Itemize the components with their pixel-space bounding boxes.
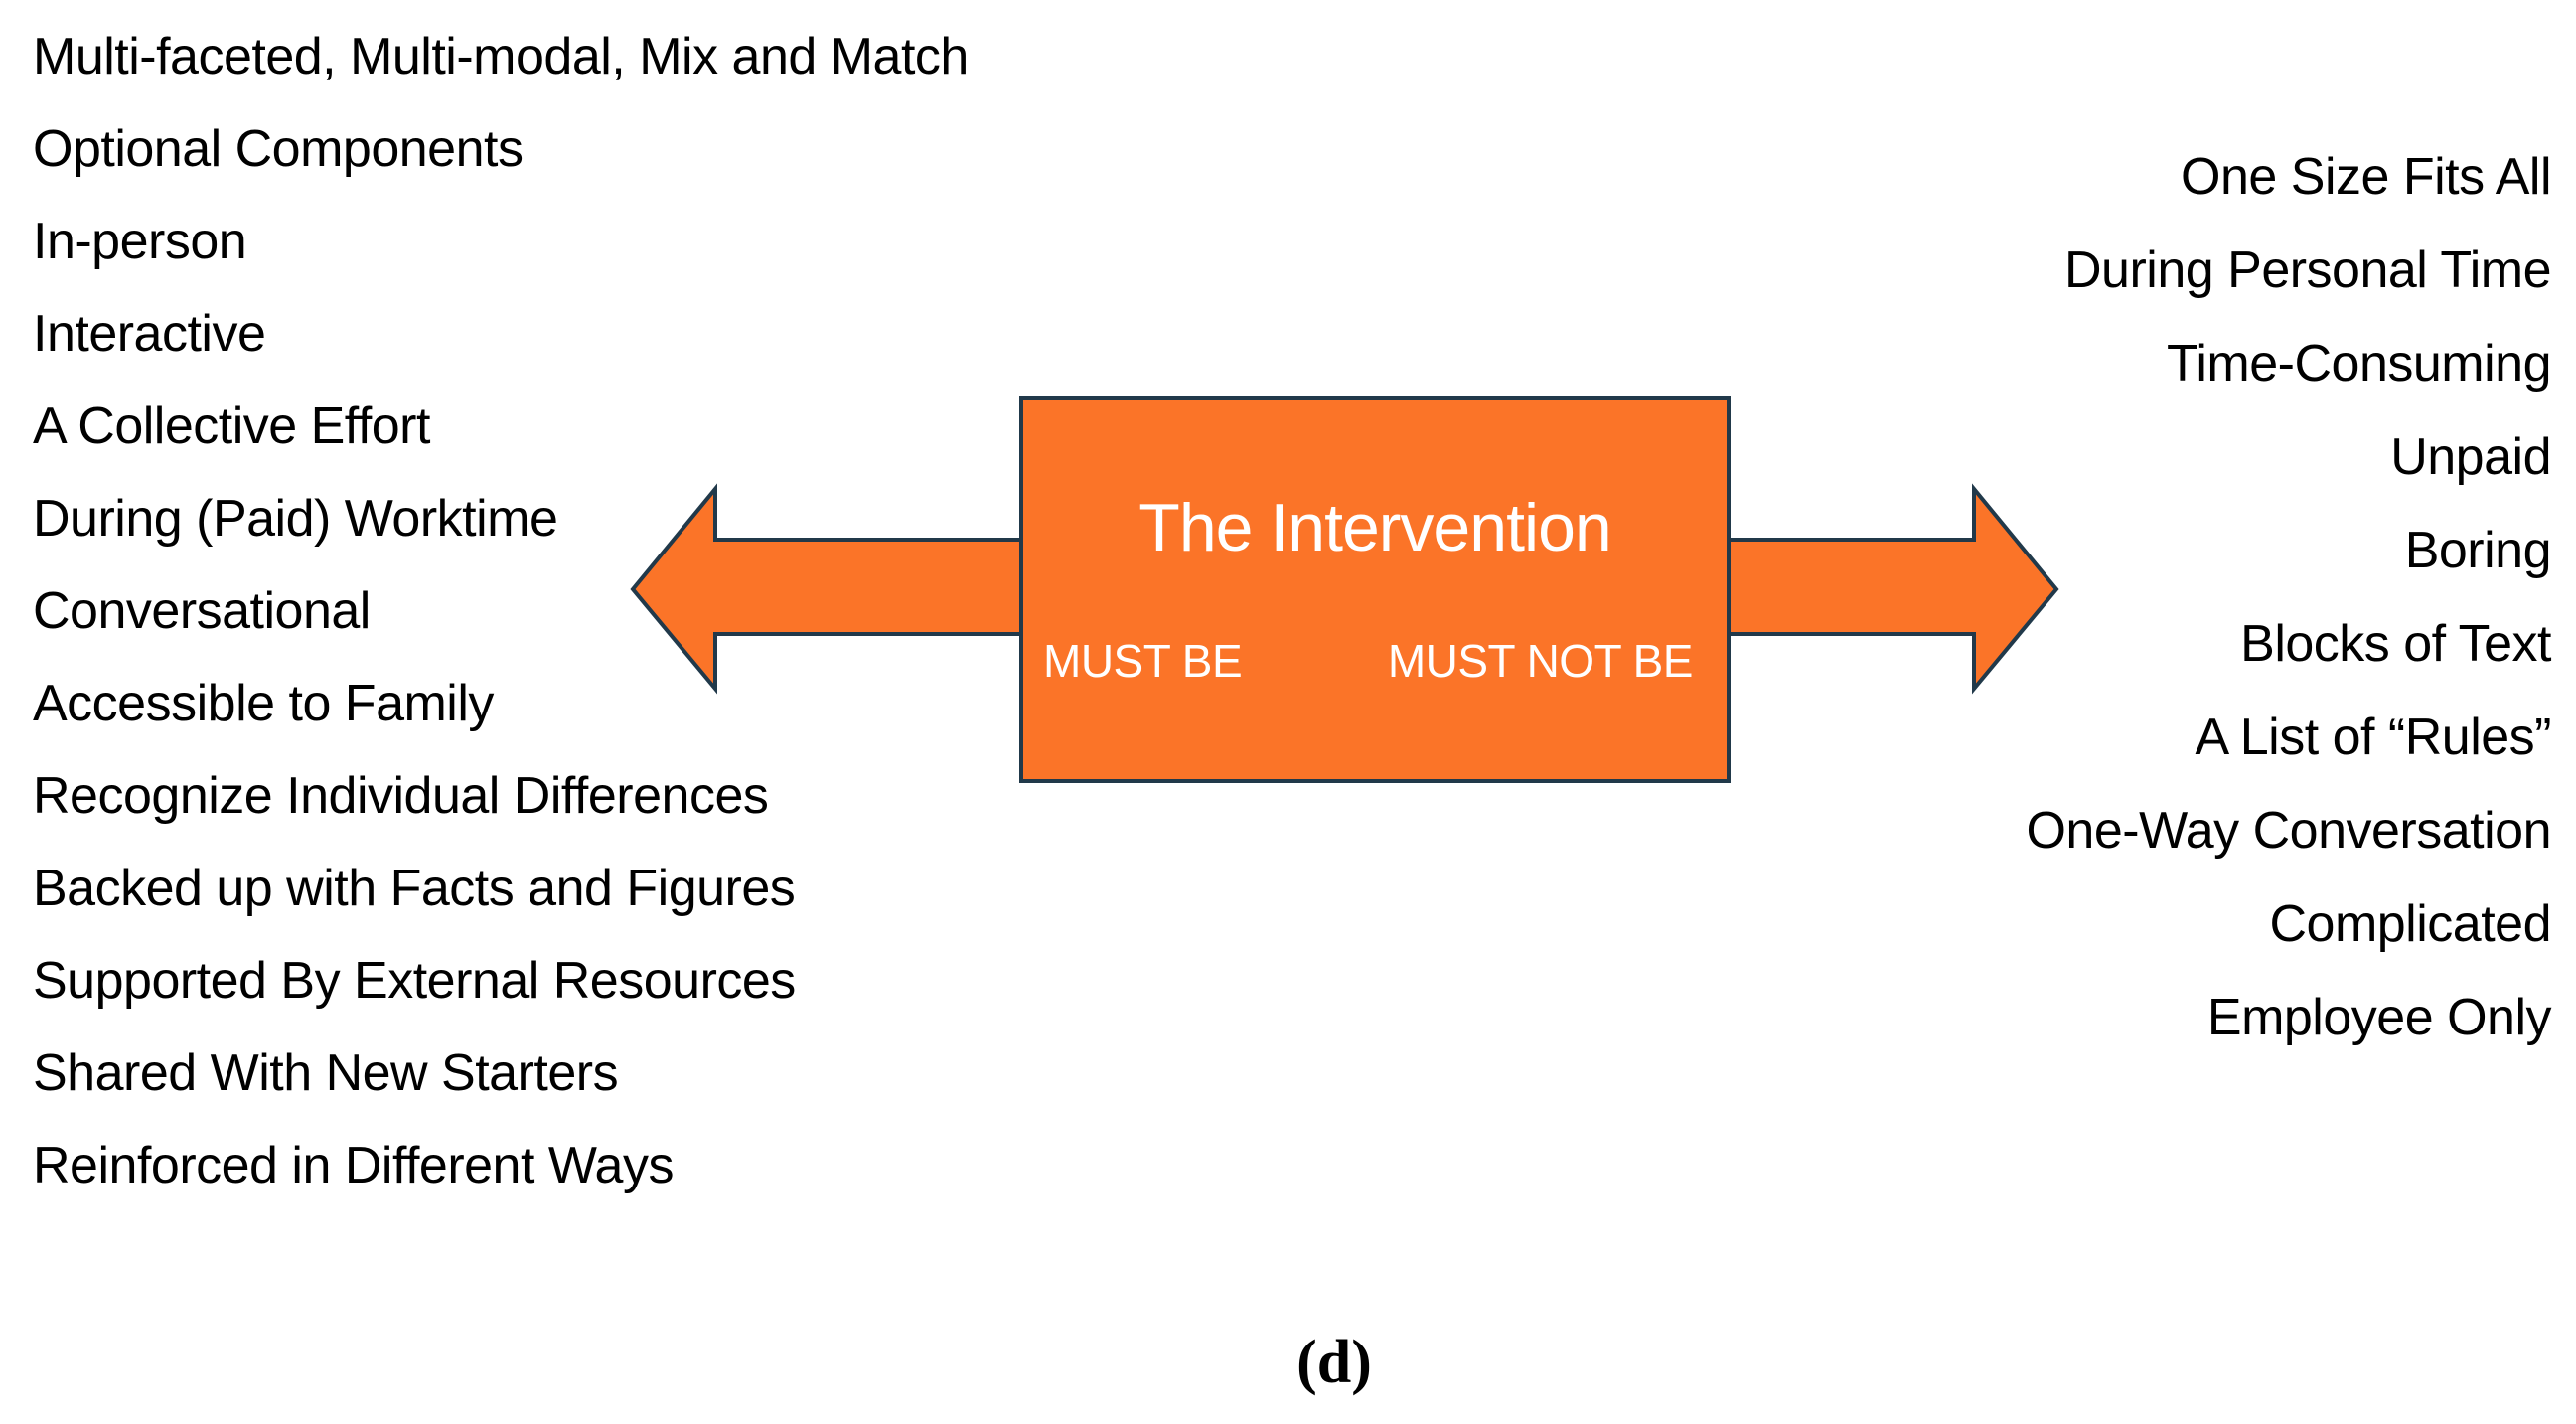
must-not-be-item: Employee Only xyxy=(2206,989,2552,1046)
intervention-arrow-graphic xyxy=(630,396,2059,783)
must-be-item: In-person xyxy=(33,212,247,270)
must-be-item: Optional Components xyxy=(33,119,524,178)
must-be-item: Reinforced in Different Ways xyxy=(33,1136,674,1194)
must-not-be-item: During Personal Time xyxy=(2064,241,2551,299)
must-be-item: Shared With New Starters xyxy=(33,1043,619,1102)
must-be-item: Accessible to Family xyxy=(33,674,494,732)
intervention-title: The Intervention xyxy=(1138,490,1611,565)
intervention-box xyxy=(1019,396,1731,783)
must-not-be-item: A List of “Rules” xyxy=(2195,709,2551,766)
must-not-be-label: MUST NOT BE xyxy=(1387,635,1694,687)
must-not-be-item: One Size Fits All xyxy=(2181,148,2551,206)
figure-caption: (d) xyxy=(1296,1329,1372,1396)
must-be-item: Conversational xyxy=(33,581,371,640)
must-be-label: MUST BE xyxy=(1043,635,1243,687)
must-be-item: Backed up with Facts and Figures xyxy=(33,859,796,917)
must-not-be-item: Unpaid xyxy=(2390,428,2551,486)
must-be-item: Supported By External Resources xyxy=(33,951,796,1010)
must-be-item: During (Paid) Worktime xyxy=(33,489,558,548)
must-be-item: Recognize Individual Differences xyxy=(33,766,769,825)
must-not-be-item: Time-Consuming xyxy=(2167,335,2551,393)
must-not-be-item: Complicated xyxy=(2269,895,2551,953)
must-not-be-item: Boring xyxy=(2404,522,2552,579)
must-not-be-item: Blocks of Text xyxy=(2240,615,2551,673)
must-be-item: Multi-faceted, Multi-modal, Mix and Matc… xyxy=(33,27,969,85)
must-labels-row: MUST BE MUST NOT BE xyxy=(1021,626,1729,696)
must-not-be-item: One-Way Conversation xyxy=(2026,802,2551,860)
must-be-item: A Collective Effort xyxy=(33,396,430,455)
must-be-item: Interactive xyxy=(33,304,266,363)
must-be-list: Multi-faceted, Multi-modal, Mix and Matc… xyxy=(33,10,969,1211)
